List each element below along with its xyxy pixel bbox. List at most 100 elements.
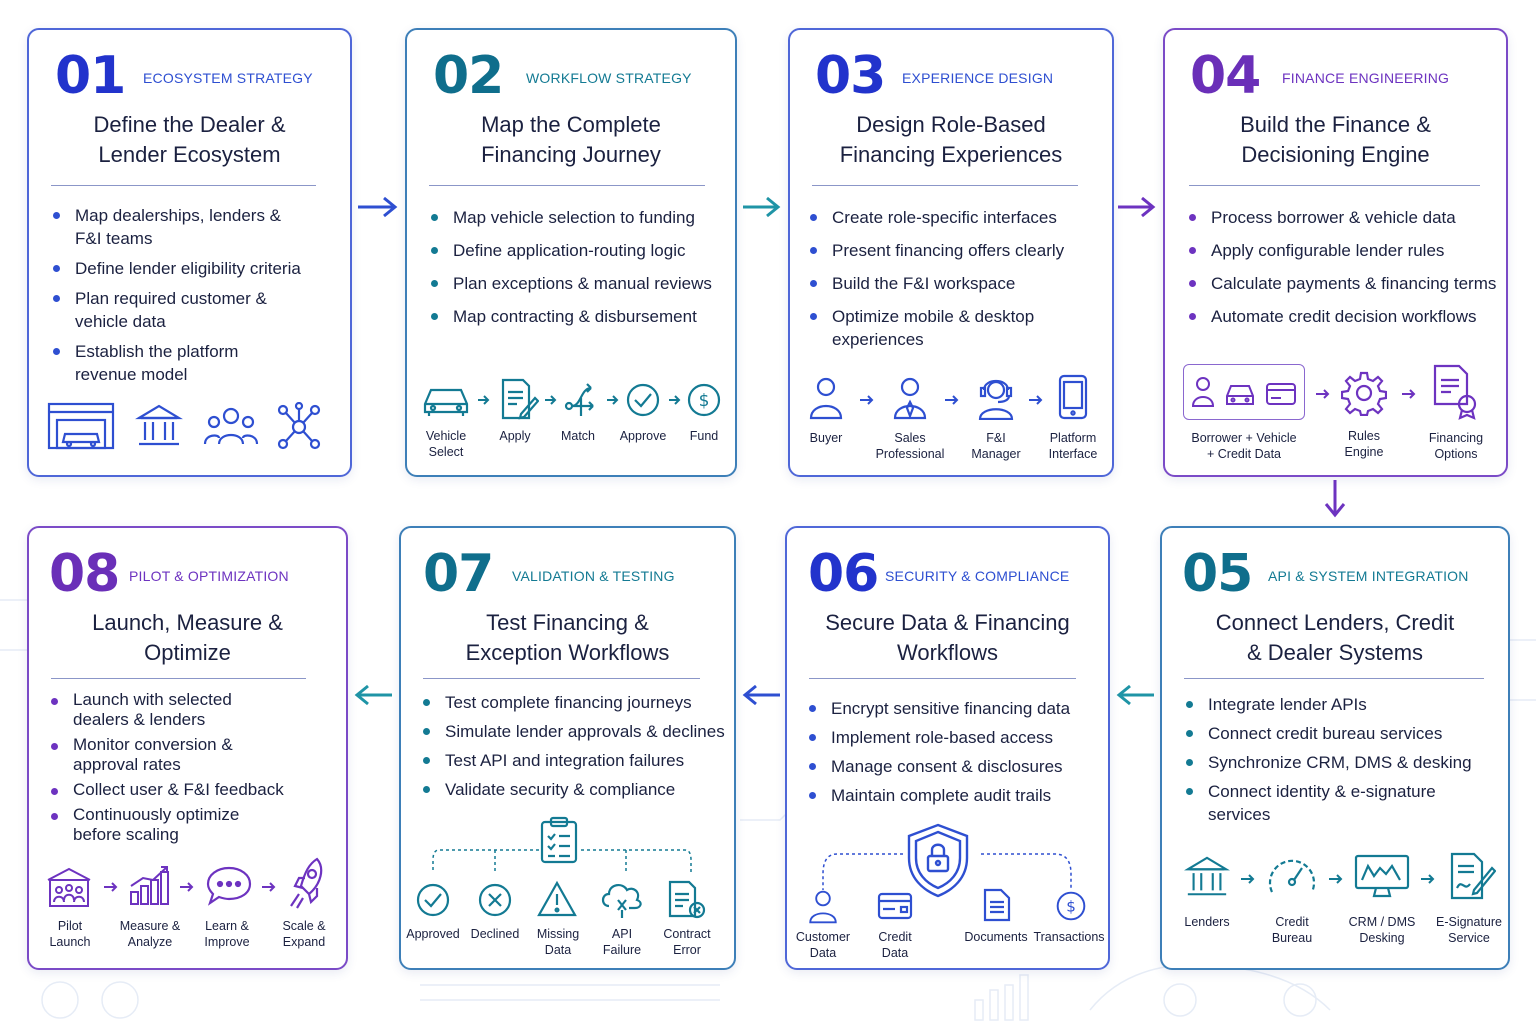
dollar-circle-icon: $ [687, 383, 721, 417]
step-title: Define the Dealer &Lender Ecosystem [93, 112, 286, 167]
divider [812, 185, 1078, 186]
list-item: Test complete financing journeys [421, 691, 725, 714]
bullet-list: Encrypt sensitive financing data Impleme… [807, 697, 1070, 807]
signature-icon [1450, 852, 1496, 900]
check-circle-icon [416, 883, 450, 917]
flow-arrow-icon [1329, 874, 1343, 884]
step-number: 03 [815, 46, 886, 106]
list-item: Maintain complete audit trails [807, 784, 1070, 807]
bank-icon [135, 404, 183, 446]
bar-chart-icon [130, 866, 169, 905]
list-item: Automate credit decision workflows [1187, 305, 1496, 328]
svg-text:$: $ [699, 391, 710, 411]
credit-card-icon [877, 892, 913, 920]
step-card-06: 06 SECURITY & COMPLIANCE Secure Data & F… [785, 526, 1110, 970]
arrow-right-icon [1118, 196, 1156, 218]
flow-label: Declined [470, 927, 520, 941]
list-item: Encrypt sensitive financing data [807, 697, 1070, 720]
divider [51, 678, 306, 679]
check-circle-icon [626, 383, 660, 417]
flow-label: Measure &Analyze [119, 919, 181, 949]
routing-icon [564, 383, 594, 416]
flow-arrow-icon [104, 882, 118, 892]
step-card-04: 04 FINANCE ENGINEERING Build the Finance… [1163, 28, 1508, 477]
arrow-left-icon [742, 684, 780, 706]
flow-label: Match [560, 429, 596, 443]
divider [423, 678, 700, 679]
flow-label: Documents [964, 930, 1028, 944]
step-category: ECOSYSTEM STRATEGY [143, 70, 313, 86]
list-item: Define application-routing logic [429, 239, 712, 262]
list-item: Integrate lender APIs [1184, 693, 1472, 716]
step-category: API & SYSTEM INTEGRATION [1268, 568, 1469, 584]
step-number: 04 [1190, 46, 1261, 106]
flow-label: Apply [499, 429, 531, 443]
mobile-icon [1058, 374, 1088, 420]
connector-lines [822, 853, 1072, 890]
flow-arrow-icon [1421, 874, 1435, 884]
divider [1189, 185, 1480, 186]
person-icon [809, 890, 837, 924]
bullet-list: Map dealerships, lenders &F&I teams Defi… [51, 204, 301, 386]
step-category: VALIDATION & TESTING [512, 568, 675, 584]
step-card-07: 07 VALIDATION & TESTING Test Financing &… [399, 526, 736, 970]
flow-label: Learn &Improve [204, 919, 250, 949]
flow-label: Approve [619, 429, 667, 443]
step-card-05: 05 API & SYSTEM INTEGRATION Connect Lend… [1160, 526, 1510, 970]
warning-icon [537, 880, 577, 917]
monitor-icon [1354, 854, 1410, 898]
chat-bubble-icon [206, 866, 252, 906]
list-item: Plan required customer &vehicle data [51, 287, 301, 333]
flow-arrow-icon [545, 395, 557, 405]
step-category: SECURITY & COMPLIANCE [885, 568, 1070, 584]
step-number: 06 [808, 544, 879, 604]
person-icon [809, 377, 843, 420]
certificate-icon [1433, 364, 1477, 420]
x-circle-icon [478, 883, 512, 917]
arrow-down-icon [1324, 480, 1346, 518]
step-title: Connect Lenders, Credit& Dealer Systems [1215, 610, 1455, 665]
flow-label: Approved [406, 927, 460, 941]
list-item: Simulate lender approvals & declines [421, 720, 725, 743]
car-icon [423, 388, 469, 416]
bullet-list: Integrate lender APIs Connect credit bur… [1184, 693, 1472, 826]
list-item: Apply configurable lender rules [1187, 239, 1496, 262]
flow-label: Borrower + Vehicle+ Credit Data [1191, 431, 1297, 461]
step-card-01: 01 ECOSYSTEM STRATEGY Define the Dealer … [27, 28, 352, 477]
connector-lines [432, 849, 692, 872]
step-number: 02 [433, 46, 504, 106]
people-group-icon [203, 407, 259, 445]
list-item: Calculate payments & financing terms [1187, 272, 1496, 295]
step-category: EXPERIENCE DESIGN [902, 70, 1054, 86]
divider [1184, 678, 1484, 679]
step-number: 01 [55, 46, 126, 106]
flow-arrow-icon [945, 395, 959, 405]
flow-label: Fund [689, 429, 719, 443]
document-icon [983, 888, 1011, 922]
cloud-failure-icon [601, 884, 642, 918]
flow-arrow-icon [860, 395, 874, 405]
dealership-icon [47, 402, 115, 450]
list-item: Build the F&I workspace [808, 272, 1064, 295]
list-item: Present financing offers clearly [808, 239, 1064, 262]
list-item: Collect user & F&I feedback [49, 780, 284, 800]
step-title: Test Financing &Exception Workflows [465, 610, 670, 665]
rocket-icon [290, 857, 323, 909]
list-item: Map dealerships, lenders &F&I teams [51, 204, 301, 250]
flow-arrow-icon [478, 395, 490, 405]
professional-icon [893, 377, 927, 420]
step-card-08: 08 PILOT & OPTIMIZATION Launch, Measure … [27, 526, 348, 970]
gauge-icon [1268, 859, 1316, 893]
flow-arrow-icon [1316, 389, 1330, 399]
list-item: Test API and integration failures [421, 749, 725, 772]
